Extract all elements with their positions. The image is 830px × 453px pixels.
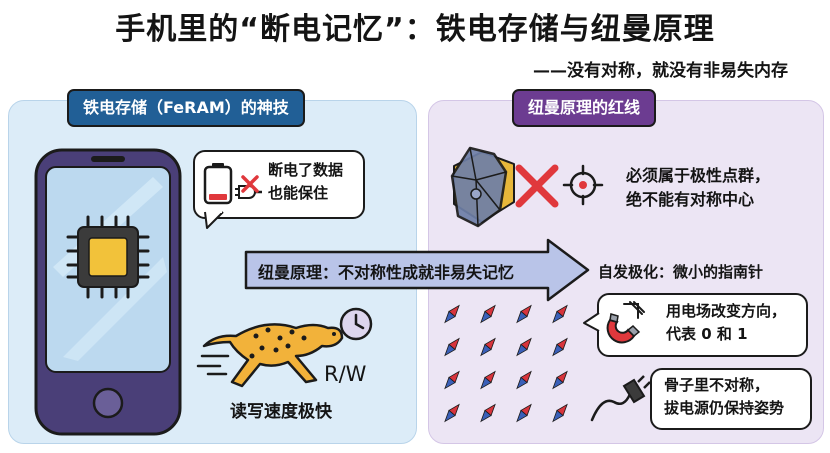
neumann-tab: 纽曼原理的红线 xyxy=(512,89,657,127)
clock-icon xyxy=(339,307,373,341)
page-subtitle: ——没有对称，就没有非易失内存 xyxy=(533,61,788,81)
field-switch-line2: 代表 0 和 1 xyxy=(666,325,748,343)
magnet-icon xyxy=(606,301,645,344)
feram-tab: 铁电存储（FeRAM）的神技 xyxy=(67,89,305,127)
cheetah-icon xyxy=(196,323,344,388)
bubble-tail xyxy=(583,312,603,332)
principle-arrow xyxy=(244,238,590,302)
bubble-tail xyxy=(204,209,224,229)
symmetry-retain-line2: 拔电源仍保持姿势 xyxy=(664,399,785,417)
chip-icon xyxy=(66,215,150,299)
speed-label: 读写速度极快 xyxy=(230,402,332,422)
crystal-text-line2: 绝不能有对称中心 xyxy=(626,190,755,209)
crystal-icon xyxy=(450,146,515,228)
field-switch-line1: 用电场改变方向， xyxy=(666,302,787,320)
target-icon xyxy=(562,164,604,206)
polarization-label: 自发极化：微小的指南针 xyxy=(598,263,764,281)
crystal-text-line1: 必须属于极性点群， xyxy=(626,166,771,185)
symmetry-retain-line1: 骨子里不对称， xyxy=(664,376,770,394)
battery-icon xyxy=(203,163,233,205)
symmetry-retain-bubble xyxy=(650,368,812,430)
page-title: 手机里的“断电记忆”：铁电存储与纽曼原理 xyxy=(115,12,715,47)
power-loss-line2: 也能保住 xyxy=(268,184,329,202)
power-loss-line1: 断电了数据 xyxy=(268,161,344,179)
plug-icon xyxy=(235,175,262,199)
red-x-icon xyxy=(515,164,559,208)
compass-needle-grid xyxy=(441,302,571,425)
principle-arrow-text: 纽曼原理：不对称性成就非易失记忆 xyxy=(258,263,515,282)
unplugged-plug-icon xyxy=(590,375,651,422)
rw-label: R/W xyxy=(324,362,367,386)
